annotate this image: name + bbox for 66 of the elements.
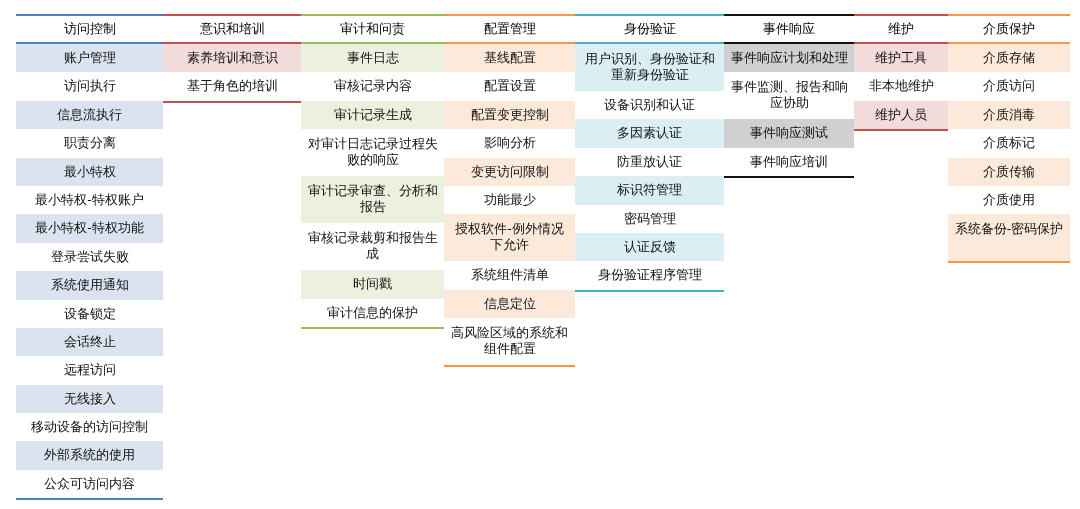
shaded-control-item: 维护人员 bbox=[854, 100, 948, 130]
category-column bbox=[444, 14, 575, 368]
shaded-control-item: 审计记录生成 bbox=[301, 100, 444, 130]
category-column bbox=[575, 14, 724, 292]
shaded-control-item: 介质消毒 bbox=[948, 100, 1070, 130]
control-item: 访问执行 bbox=[16, 72, 163, 101]
shaded-control-item: 变更访问限制 bbox=[444, 157, 575, 186]
control-item: 系统组件清单 bbox=[444, 261, 575, 290]
shaded-control-item: 外部系统的使用 bbox=[16, 441, 163, 470]
shaded-control-item: 事件响应计划和处理 bbox=[724, 44, 854, 73]
shaded-control-item: 系统使用通知 bbox=[16, 271, 163, 300]
control-item: 防重放认证 bbox=[575, 147, 724, 177]
control-item: 配置设置 bbox=[444, 72, 575, 101]
control-item: 设备锁定 bbox=[16, 299, 163, 328]
shaded-control-item: 介质存储 bbox=[948, 44, 1070, 73]
control-item: 影响分析 bbox=[444, 129, 575, 158]
shaded-control-item: 信息定位 bbox=[444, 289, 575, 319]
control-item: 审核记录裁剪和报告生成 bbox=[301, 223, 444, 271]
shaded-control-item: 无线接入 bbox=[16, 384, 163, 414]
control-item: 高风险区域的系统和组件配置 bbox=[444, 318, 575, 366]
control-item: 最小特权-特权账户 bbox=[16, 185, 163, 215]
control-item: 审计信息的保护 bbox=[301, 298, 444, 327]
shaded-control-item: 最小特权-特权功能 bbox=[16, 214, 163, 243]
control-item: 功能最少 bbox=[444, 185, 575, 215]
category-column bbox=[854, 14, 948, 132]
shaded-control-item: 介质传输 bbox=[948, 157, 1070, 186]
shaded-control-item: 最小特权 bbox=[16, 157, 163, 186]
shaded-control-item: 认证反馈 bbox=[575, 232, 724, 262]
shaded-control-item: 基线配置 bbox=[444, 44, 575, 73]
control-item: 设备识别和认证 bbox=[575, 91, 724, 120]
shaded-control-item: 时间戳 bbox=[301, 270, 444, 299]
control-item: 身份验证程序管理 bbox=[575, 261, 724, 290]
shaded-control-item: 维护工具 bbox=[854, 44, 948, 73]
category-column bbox=[948, 14, 1070, 264]
control-item: 职责分离 bbox=[16, 129, 163, 158]
shaded-control-item: 审计记录审查、分析和报告 bbox=[301, 176, 444, 224]
control-item: 远程访问 bbox=[16, 356, 163, 385]
control-item: 审核记录内容 bbox=[301, 72, 444, 101]
shaded-control-item: 事件响应测试 bbox=[724, 119, 854, 148]
control-item: 登录尝试失败 bbox=[16, 242, 163, 272]
category-column bbox=[16, 14, 163, 501]
category-column bbox=[301, 14, 444, 329]
shaded-control-item: 系统备份-密码保护 bbox=[948, 214, 1070, 262]
category-column bbox=[163, 14, 301, 103]
category-column bbox=[724, 14, 854, 179]
shaded-control-item: 多因素认证 bbox=[575, 119, 724, 148]
control-item: 介质标记 bbox=[948, 129, 1070, 158]
control-item: 密码管理 bbox=[575, 204, 724, 233]
control-item: 基于角色的培训 bbox=[163, 72, 301, 101]
control-item: 事件监测、报告和响应协助 bbox=[724, 72, 854, 120]
control-item: 非本地维护 bbox=[854, 72, 948, 101]
shaded-control-item: 配置变更控制 bbox=[444, 100, 575, 130]
shaded-control-item: 会话终止 bbox=[16, 327, 163, 357]
control-item: 对审计日志记录过程失败的响应 bbox=[301, 129, 444, 177]
shaded-control-item: 事件日志 bbox=[301, 44, 444, 73]
shaded-control-item: 信息流执行 bbox=[16, 100, 163, 130]
shaded-control-item: 用户识别、身份验证和重新身份验证 bbox=[575, 44, 724, 91]
control-item: 公众可访问内容 bbox=[16, 469, 163, 499]
control-item: 移动设备的访问控制 bbox=[16, 413, 163, 442]
shaded-control-item: 授权软件-例外情况下允许 bbox=[444, 214, 575, 262]
control-item: 介质访问 bbox=[948, 72, 1070, 101]
shaded-control-item: 素养培训和意识 bbox=[163, 44, 301, 73]
control-item: 事件响应培训 bbox=[724, 147, 854, 177]
shaded-control-item: 账户管理 bbox=[16, 44, 163, 73]
control-item: 介质使用 bbox=[948, 185, 1070, 215]
shaded-control-item: 标识符管理 bbox=[575, 176, 724, 205]
